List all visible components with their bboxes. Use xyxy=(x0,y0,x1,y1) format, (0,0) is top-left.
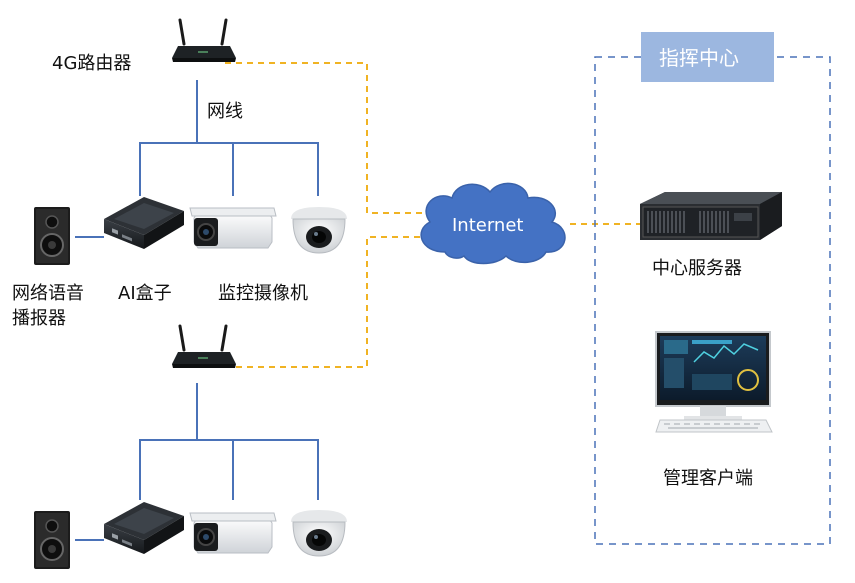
dome-camera-icon xyxy=(290,509,348,557)
camera-label: 监控摄像机 xyxy=(218,283,308,304)
router-icon xyxy=(170,324,238,370)
server-icon xyxy=(640,192,782,240)
distribution-cable-2 xyxy=(139,439,319,500)
ai-box-icon xyxy=(104,197,184,249)
command-center-title-box xyxy=(641,32,774,82)
ai-box-label: AI盒子 xyxy=(118,283,172,304)
speaker-icon xyxy=(33,206,71,266)
speaker-label-line2: 播报器 xyxy=(12,308,66,329)
cloud-icon xyxy=(420,182,566,265)
router-icon xyxy=(170,18,238,64)
ai-box-icon xyxy=(104,502,184,554)
server-label: 中心服务器 xyxy=(652,258,742,279)
router-label: 4G路由器 xyxy=(52,53,131,74)
client-label: 管理客户端 xyxy=(663,468,753,489)
internet-label: Internet xyxy=(452,215,523,236)
cable-label: 网线 xyxy=(207,101,243,122)
internet-link-bottom xyxy=(225,236,430,368)
internet-link-top xyxy=(225,62,430,214)
speaker-icon xyxy=(33,510,71,570)
bullet-camera-icon xyxy=(189,207,277,249)
command-center-title: 指挥中心 xyxy=(659,46,739,70)
monitor-icon xyxy=(655,331,773,433)
speaker-label-line1: 网络语音 xyxy=(12,283,84,304)
dome-camera-icon xyxy=(290,206,348,254)
distribution-cable xyxy=(139,142,319,196)
bullet-camera-icon xyxy=(189,512,277,554)
